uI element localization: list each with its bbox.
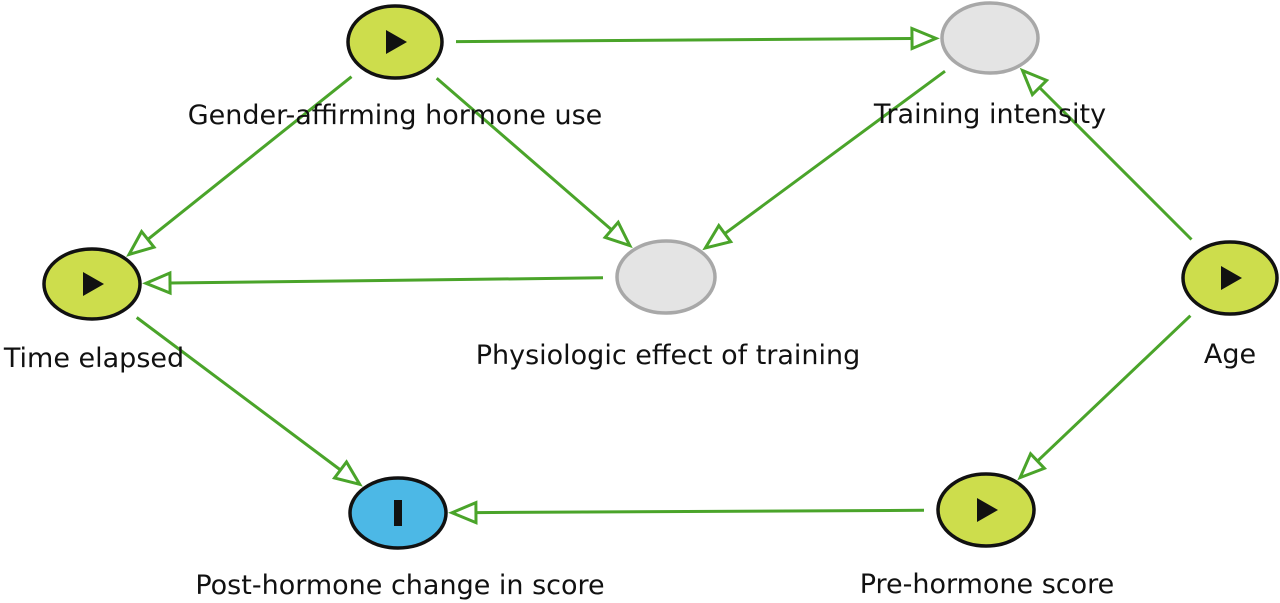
edge-time-to-change — [135, 316, 363, 487]
edge-age-to-pre — [1017, 314, 1192, 481]
edge-line — [169, 276, 604, 285]
edge-physio-to-time — [142, 270, 604, 296]
node-time[interactable] — [42, 247, 142, 321]
edge-hormone-to-intensity — [455, 26, 940, 51]
node-label-intensity: Training intensity — [873, 99, 1106, 130]
edge-line — [1038, 86, 1193, 241]
play-icon — [386, 30, 407, 54]
arrowhead-icon — [142, 270, 172, 296]
arrowhead-icon — [910, 26, 940, 51]
arrowhead-icon — [602, 219, 633, 249]
node-physio[interactable] — [615, 239, 717, 315]
edge-hormone-to-physio — [435, 77, 633, 249]
play-icon — [83, 272, 104, 296]
node-label-time: Time elapsed — [3, 343, 184, 374]
arrowhead-icon — [1019, 67, 1050, 98]
arrowhead-icon — [702, 222, 734, 251]
edge-pre-to-change — [448, 500, 925, 525]
edge-line — [475, 508, 925, 515]
play-icon — [977, 498, 998, 522]
edges-layer — [126, 26, 1193, 525]
edge-line — [146, 75, 353, 241]
node-label-physio: Physiologic effect of training — [476, 340, 861, 371]
node-intensity-circle — [940, 1, 1040, 75]
node-physio-circle — [615, 239, 717, 315]
arrowhead-icon — [331, 459, 363, 487]
node-label-pre: Pre-hormone score — [860, 569, 1115, 600]
node-intensity[interactable] — [940, 1, 1040, 75]
nodes-layer — [42, 1, 1279, 550]
node-age[interactable] — [1181, 240, 1279, 316]
edge-line — [455, 37, 913, 44]
node-pre[interactable] — [936, 472, 1036, 548]
edge-line — [135, 316, 342, 472]
edge-intensity-to-physio — [702, 69, 946, 251]
node-hormone[interactable] — [346, 4, 444, 80]
arrowhead-icon — [448, 500, 478, 525]
edge-hormone-to-time — [126, 75, 353, 257]
node-label-hormone: Gender-affirming hormone use — [188, 100, 603, 131]
node-label-age: Age — [1204, 339, 1256, 370]
node-change[interactable] — [348, 476, 448, 550]
edge-age-to-intensity — [1019, 67, 1193, 241]
edge-line — [1036, 314, 1192, 463]
arrowhead-icon — [126, 228, 157, 257]
edge-line — [435, 77, 613, 232]
play-icon — [1221, 266, 1242, 290]
arrowhead-icon — [1017, 451, 1048, 481]
node-label-change: Post-hormone change in score — [195, 570, 604, 601]
bar-icon — [394, 500, 402, 526]
edge-line — [723, 69, 946, 235]
labels-layer: Gender-affirming hormone use Training in… — [3, 99, 1256, 601]
